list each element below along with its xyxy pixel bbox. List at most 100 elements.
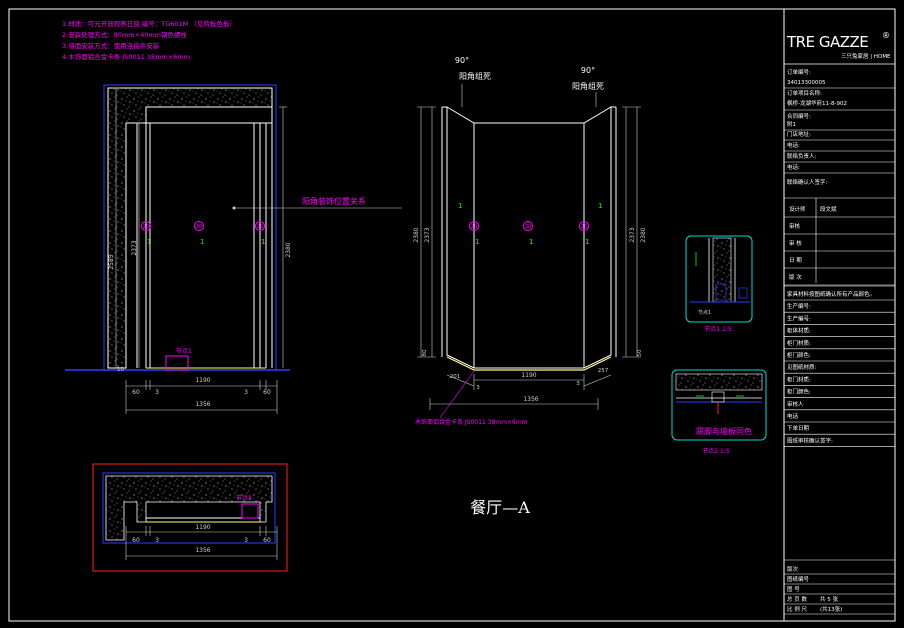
title-block-spec-text: 家具材料按图纸确认所有产品颜色。 bbox=[787, 290, 875, 298]
title-block-info-text: 订单编号: bbox=[787, 68, 811, 76]
title-block-spec-text: 见图纸材质: bbox=[787, 363, 817, 371]
front-marker-circle bbox=[255, 221, 265, 231]
angled-dim-bottom-left: 80 bbox=[422, 349, 428, 356]
front-dim-inner-width: 1190 bbox=[195, 377, 210, 384]
angled-marker-circle bbox=[523, 221, 533, 231]
plan-dim-inner-width: 1190 bbox=[195, 524, 210, 531]
angled-note-leader bbox=[439, 370, 475, 419]
plan-dim-right-side: 60 bbox=[263, 537, 271, 544]
angled-dim-right-height: 2380 bbox=[640, 227, 647, 242]
angled-angle-right: 90° bbox=[581, 66, 595, 75]
title-block-info-text: 合同编号: bbox=[787, 112, 811, 120]
detail-2: 踢脚与墙板同色 节点2 1:5 bbox=[671, 369, 767, 455]
title-block-bottom-value: (共13张) bbox=[820, 605, 842, 613]
title-block-sign-label: 审 核 bbox=[789, 239, 802, 247]
title-block-spec-text: 柜门材质: bbox=[787, 339, 811, 347]
title-block-spec-text: 柜体材质: bbox=[787, 327, 811, 335]
front-dim-overall-height: 2585 bbox=[108, 254, 115, 269]
title-block-spec-text: 图纸审核确认签字: bbox=[787, 436, 833, 444]
title-block-bottom-label: 图 号 bbox=[787, 585, 800, 593]
angled-aluminum-note: 木饰面铝合金卡条 JS0011 38mm×6mm bbox=[415, 418, 528, 426]
front-marker-text: 20 bbox=[257, 224, 263, 230]
title-block-sign-label: 设计师 bbox=[789, 205, 806, 213]
angled-dim-left-gap: 3 bbox=[476, 385, 480, 391]
angled-outline bbox=[446, 106, 612, 369]
front-markers: 20 30 20 1 1 1 bbox=[141, 221, 265, 246]
front-marker-circle bbox=[194, 221, 204, 231]
title-block-sign-rows: 设计师段文斌审核审 核日 期版 次 bbox=[784, 198, 895, 286]
angled-marker-tick: 1 bbox=[475, 238, 479, 246]
title-block-frame bbox=[783, 8, 896, 622]
angled-dim-right-inner: 2373 bbox=[629, 227, 636, 242]
plan-node-label: 节点2 bbox=[236, 494, 252, 502]
title-block-bottom-label: 比 例 尺 bbox=[787, 605, 807, 613]
front-callout-text: 阳角装饰位置关系 bbox=[302, 196, 366, 206]
front-dim-door-height: 2373 bbox=[131, 240, 138, 255]
general-notes: 1.材质：可元开放观察日窗 编号：TG601M （见背板色板） 2.安装处理方式… bbox=[62, 19, 236, 61]
plan-dim-total-width: 1356 bbox=[195, 547, 210, 554]
title-block-spec-text: 生产编号: bbox=[787, 302, 811, 310]
title-block-info-text: 电话: bbox=[787, 141, 800, 149]
detail-1-label: 节点1 1:5 bbox=[704, 325, 732, 333]
title-block-info-text: 34013300005 bbox=[787, 80, 826, 86]
title-block-spec-text: 柜门材质: bbox=[787, 375, 811, 383]
front-marker-circle bbox=[141, 221, 151, 231]
angled-elevation: 90° 阳角组死 90° 阳角组死 20 30 20 1 1 1 1 1 bbox=[413, 56, 647, 426]
angled-markers: 20 30 20 1 1 1 1 1 bbox=[458, 202, 602, 246]
plan-dim-left-side: 60 bbox=[132, 537, 140, 544]
plan-blue-outline bbox=[102, 472, 276, 544]
front-vertical-dims bbox=[112, 87, 287, 368]
title-block-info-text: 附1 bbox=[787, 120, 796, 128]
angled-dim-inner-width: 1190 bbox=[521, 372, 536, 379]
front-callout-dot bbox=[232, 206, 236, 210]
front-node-box bbox=[165, 355, 189, 371]
angled-marker-tick: 1 bbox=[585, 238, 589, 246]
angled-marker-text: 20 bbox=[471, 224, 477, 230]
plan-dim-left-gap: 3 bbox=[155, 537, 159, 544]
title-block-info-text: 门店地址: bbox=[787, 130, 811, 138]
title-block-spec-text: 柜门颜色: bbox=[787, 351, 811, 359]
note-line: 1.材质：可元开放观察日窗 编号：TG601M （见背板色板） bbox=[62, 19, 236, 28]
title-block-sign-value: 段文斌 bbox=[820, 205, 837, 213]
note-line: 4.木饰面铝合金卡条 JS0011 38mm×6mm bbox=[62, 52, 190, 61]
title-block-bottom-label: 图纸编号 bbox=[787, 575, 810, 583]
plan-wall-hatch bbox=[105, 475, 273, 541]
front-dim-bottom: 10 bbox=[117, 367, 124, 373]
detail-2-label: 节点2 1:5 bbox=[702, 447, 730, 455]
angled-angle-left-text: 阳角组死 bbox=[459, 71, 491, 81]
brand-logo: TRE GAZZE bbox=[786, 33, 868, 51]
title-block-info-text: 联络确认人签字: bbox=[787, 178, 828, 186]
front-wall-hatch bbox=[107, 87, 273, 369]
plan-view: 节点2 1190 1356 60 60 3 3 bbox=[92, 463, 288, 572]
detail-2-frame bbox=[671, 369, 767, 441]
title-block-bottom-value: 共 5 张 bbox=[820, 595, 838, 603]
title-block-spec-text: 电话 bbox=[787, 412, 799, 420]
title-block: TRE GAZZE ® 三只兔家居 | HOME 订单编号: 3401330000… bbox=[783, 8, 896, 622]
angled-marker-text: 20 bbox=[581, 224, 587, 230]
plan-dims bbox=[125, 526, 278, 560]
title-block-bottom-label: 版次 bbox=[787, 565, 799, 573]
note-line: 2.安装处理方式：80mm×40mm钢色螺栓 bbox=[62, 30, 188, 39]
front-header-band bbox=[145, 106, 273, 124]
title-block-spec-text: 柜门颜色: bbox=[787, 388, 811, 396]
angled-skirting bbox=[446, 356, 612, 371]
front-marker-tick: 1 bbox=[147, 238, 151, 246]
detail-1-frame bbox=[685, 235, 753, 323]
title-block-bottom-label: 总 页 数 bbox=[787, 595, 807, 603]
angled-dim-left-height: 2380 bbox=[413, 227, 420, 242]
plan-red-frame bbox=[92, 463, 288, 572]
brand-registered-mark: ® bbox=[882, 31, 890, 40]
plan-dim-right-gap: 3 bbox=[244, 537, 248, 544]
front-marker-text: 20 bbox=[143, 224, 149, 230]
angled-marker-circle bbox=[469, 221, 479, 231]
front-elevation: 节点1 20 30 20 1 1 1 阳角装饰位置关系 2585 2373 23 bbox=[65, 84, 402, 414]
angled-dim-left-inner: 2373 bbox=[424, 227, 431, 242]
angled-marker-tick: 1 bbox=[529, 238, 533, 246]
angled-horizontal-dims bbox=[429, 374, 612, 410]
title-block-spec-text: 审核人 bbox=[787, 400, 804, 408]
front-dim-left-gap: 3 bbox=[155, 389, 159, 396]
front-horizontal-dims bbox=[125, 380, 278, 414]
title-block-info-text: 订单项目名称: bbox=[787, 89, 822, 97]
brand-subtitle: 三只兔家居 | HOME bbox=[841, 52, 891, 60]
